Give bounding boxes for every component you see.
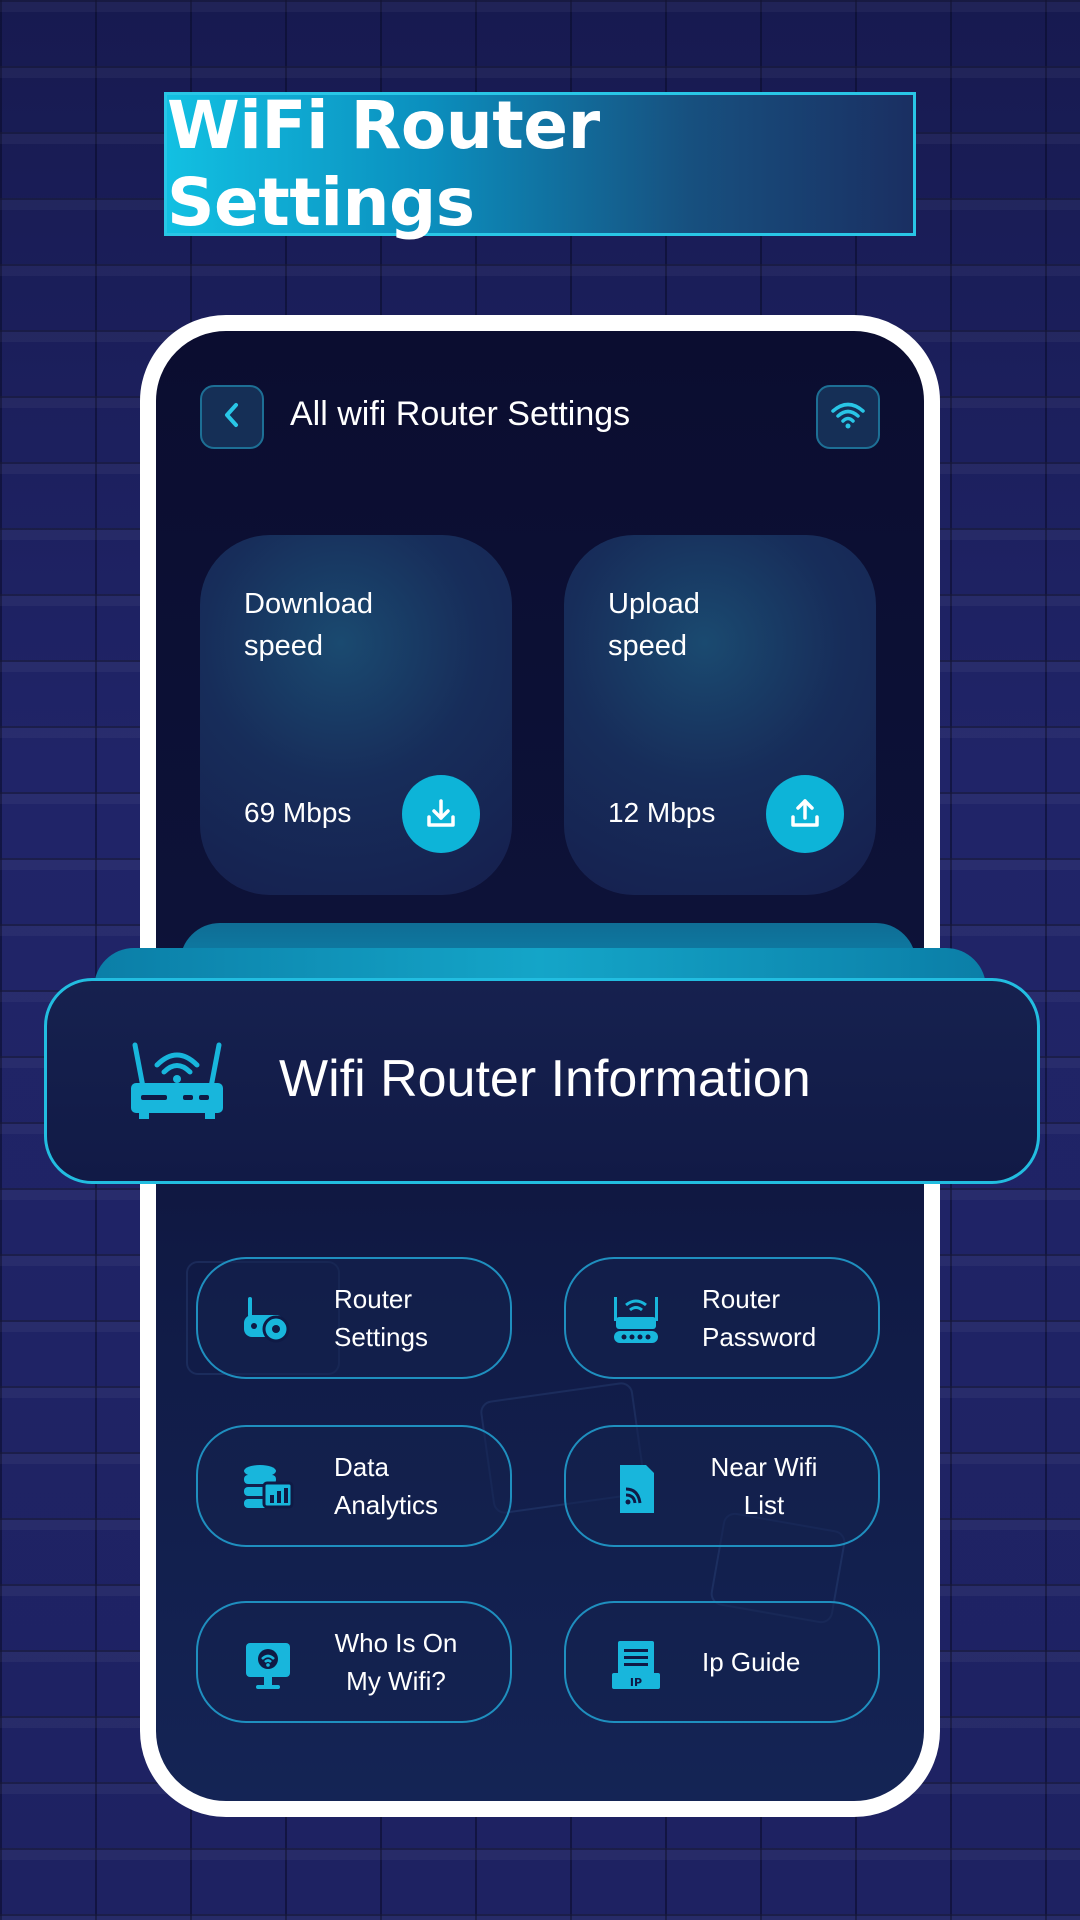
- router-settings-icon: [240, 1293, 296, 1349]
- back-button[interactable]: [200, 385, 264, 449]
- promo-banner: WiFi Router Settings: [164, 87, 916, 241]
- back-chevron-icon: [221, 401, 243, 433]
- download-icon[interactable]: [402, 775, 480, 853]
- who-is-on-icon: [240, 1637, 296, 1693]
- download-speed-card[interactable]: Download speed 69 Mbps: [200, 535, 512, 895]
- who-is-on-my-wifi-label: Who Is On My Wifi?: [334, 1628, 458, 1696]
- svg-text:IP: IP: [630, 1676, 642, 1689]
- wifi-router-information-card[interactable]: Wifi Router Information: [44, 978, 1040, 1184]
- data-analytics-icon: [240, 1461, 296, 1517]
- router-password-button[interactable]: Router Password: [564, 1257, 880, 1379]
- near-wifi-list-label: Near Wifi List: [710, 1452, 818, 1520]
- top-bar: All wifi Router Settings: [200, 385, 880, 451]
- wifi-icon: [831, 401, 865, 433]
- data-analytics-button[interactable]: Data Analytics: [196, 1425, 512, 1547]
- ip-guide-icon: IP: [608, 1637, 664, 1693]
- who-is-on-my-wifi-button[interactable]: Who Is On My Wifi?: [196, 1601, 512, 1723]
- router-icon: [131, 1041, 223, 1125]
- router-password-label: Router Password: [702, 1284, 817, 1352]
- download-speed-label: Download speed: [244, 588, 373, 662]
- ip-guide-button[interactable]: IP Ip Guide: [564, 1601, 880, 1723]
- upload-icon[interactable]: [766, 775, 844, 853]
- wifi-router-information-title: Wifi Router Information: [279, 1050, 811, 1108]
- near-wifi-icon: [608, 1461, 664, 1517]
- data-analytics-label: Data Analytics: [334, 1452, 439, 1520]
- router-password-icon: [608, 1293, 664, 1349]
- upload-speed-label: Upload speed: [608, 588, 700, 662]
- upload-speed-card[interactable]: Upload speed 12 Mbps: [564, 535, 876, 895]
- near-wifi-list-button[interactable]: Near Wifi List: [564, 1425, 880, 1547]
- wifi-button[interactable]: [816, 385, 880, 449]
- ip-guide-label: Ip Guide: [702, 1647, 801, 1677]
- router-settings-button[interactable]: Router Settings: [196, 1257, 512, 1379]
- upload-speed-value: 12 Mbps: [608, 797, 716, 828]
- download-speed-value: 69 Mbps: [244, 797, 352, 828]
- banner-title: WiFi Router Settings: [167, 87, 600, 241]
- screen-title: All wifi Router Settings: [290, 395, 631, 433]
- router-settings-label: Router Settings: [334, 1284, 428, 1352]
